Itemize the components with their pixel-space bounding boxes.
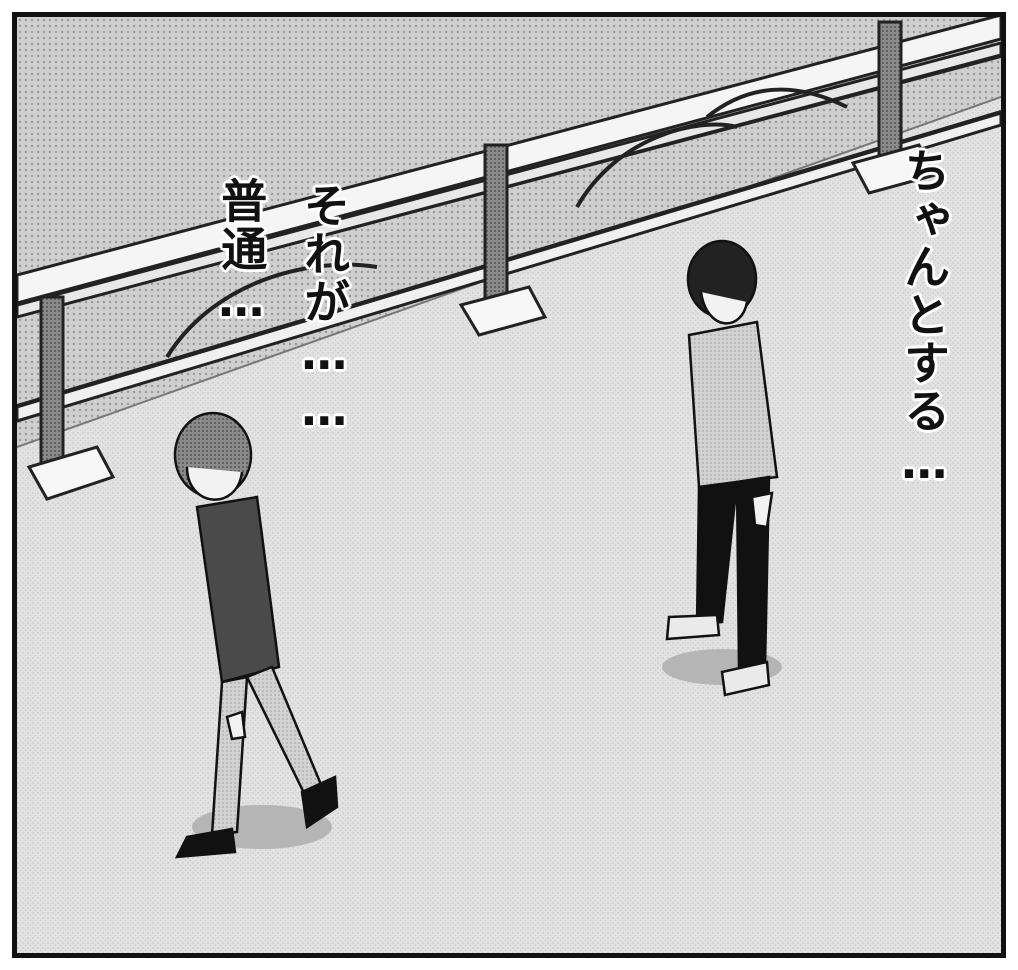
dialogue-text-left: 普通… <box>214 177 269 329</box>
figure-walking-jacket <box>173 411 339 859</box>
figure-standing-shirt <box>662 239 782 697</box>
railing <box>17 17 1001 501</box>
scene-illustration <box>17 17 1001 953</box>
dialogue-text-middle: それが…… <box>297 182 352 438</box>
manga-panel: ちゃんとする… それが…… 普通… <box>12 12 1006 958</box>
dialogue-text-right: ちゃんとする… <box>897 147 952 491</box>
